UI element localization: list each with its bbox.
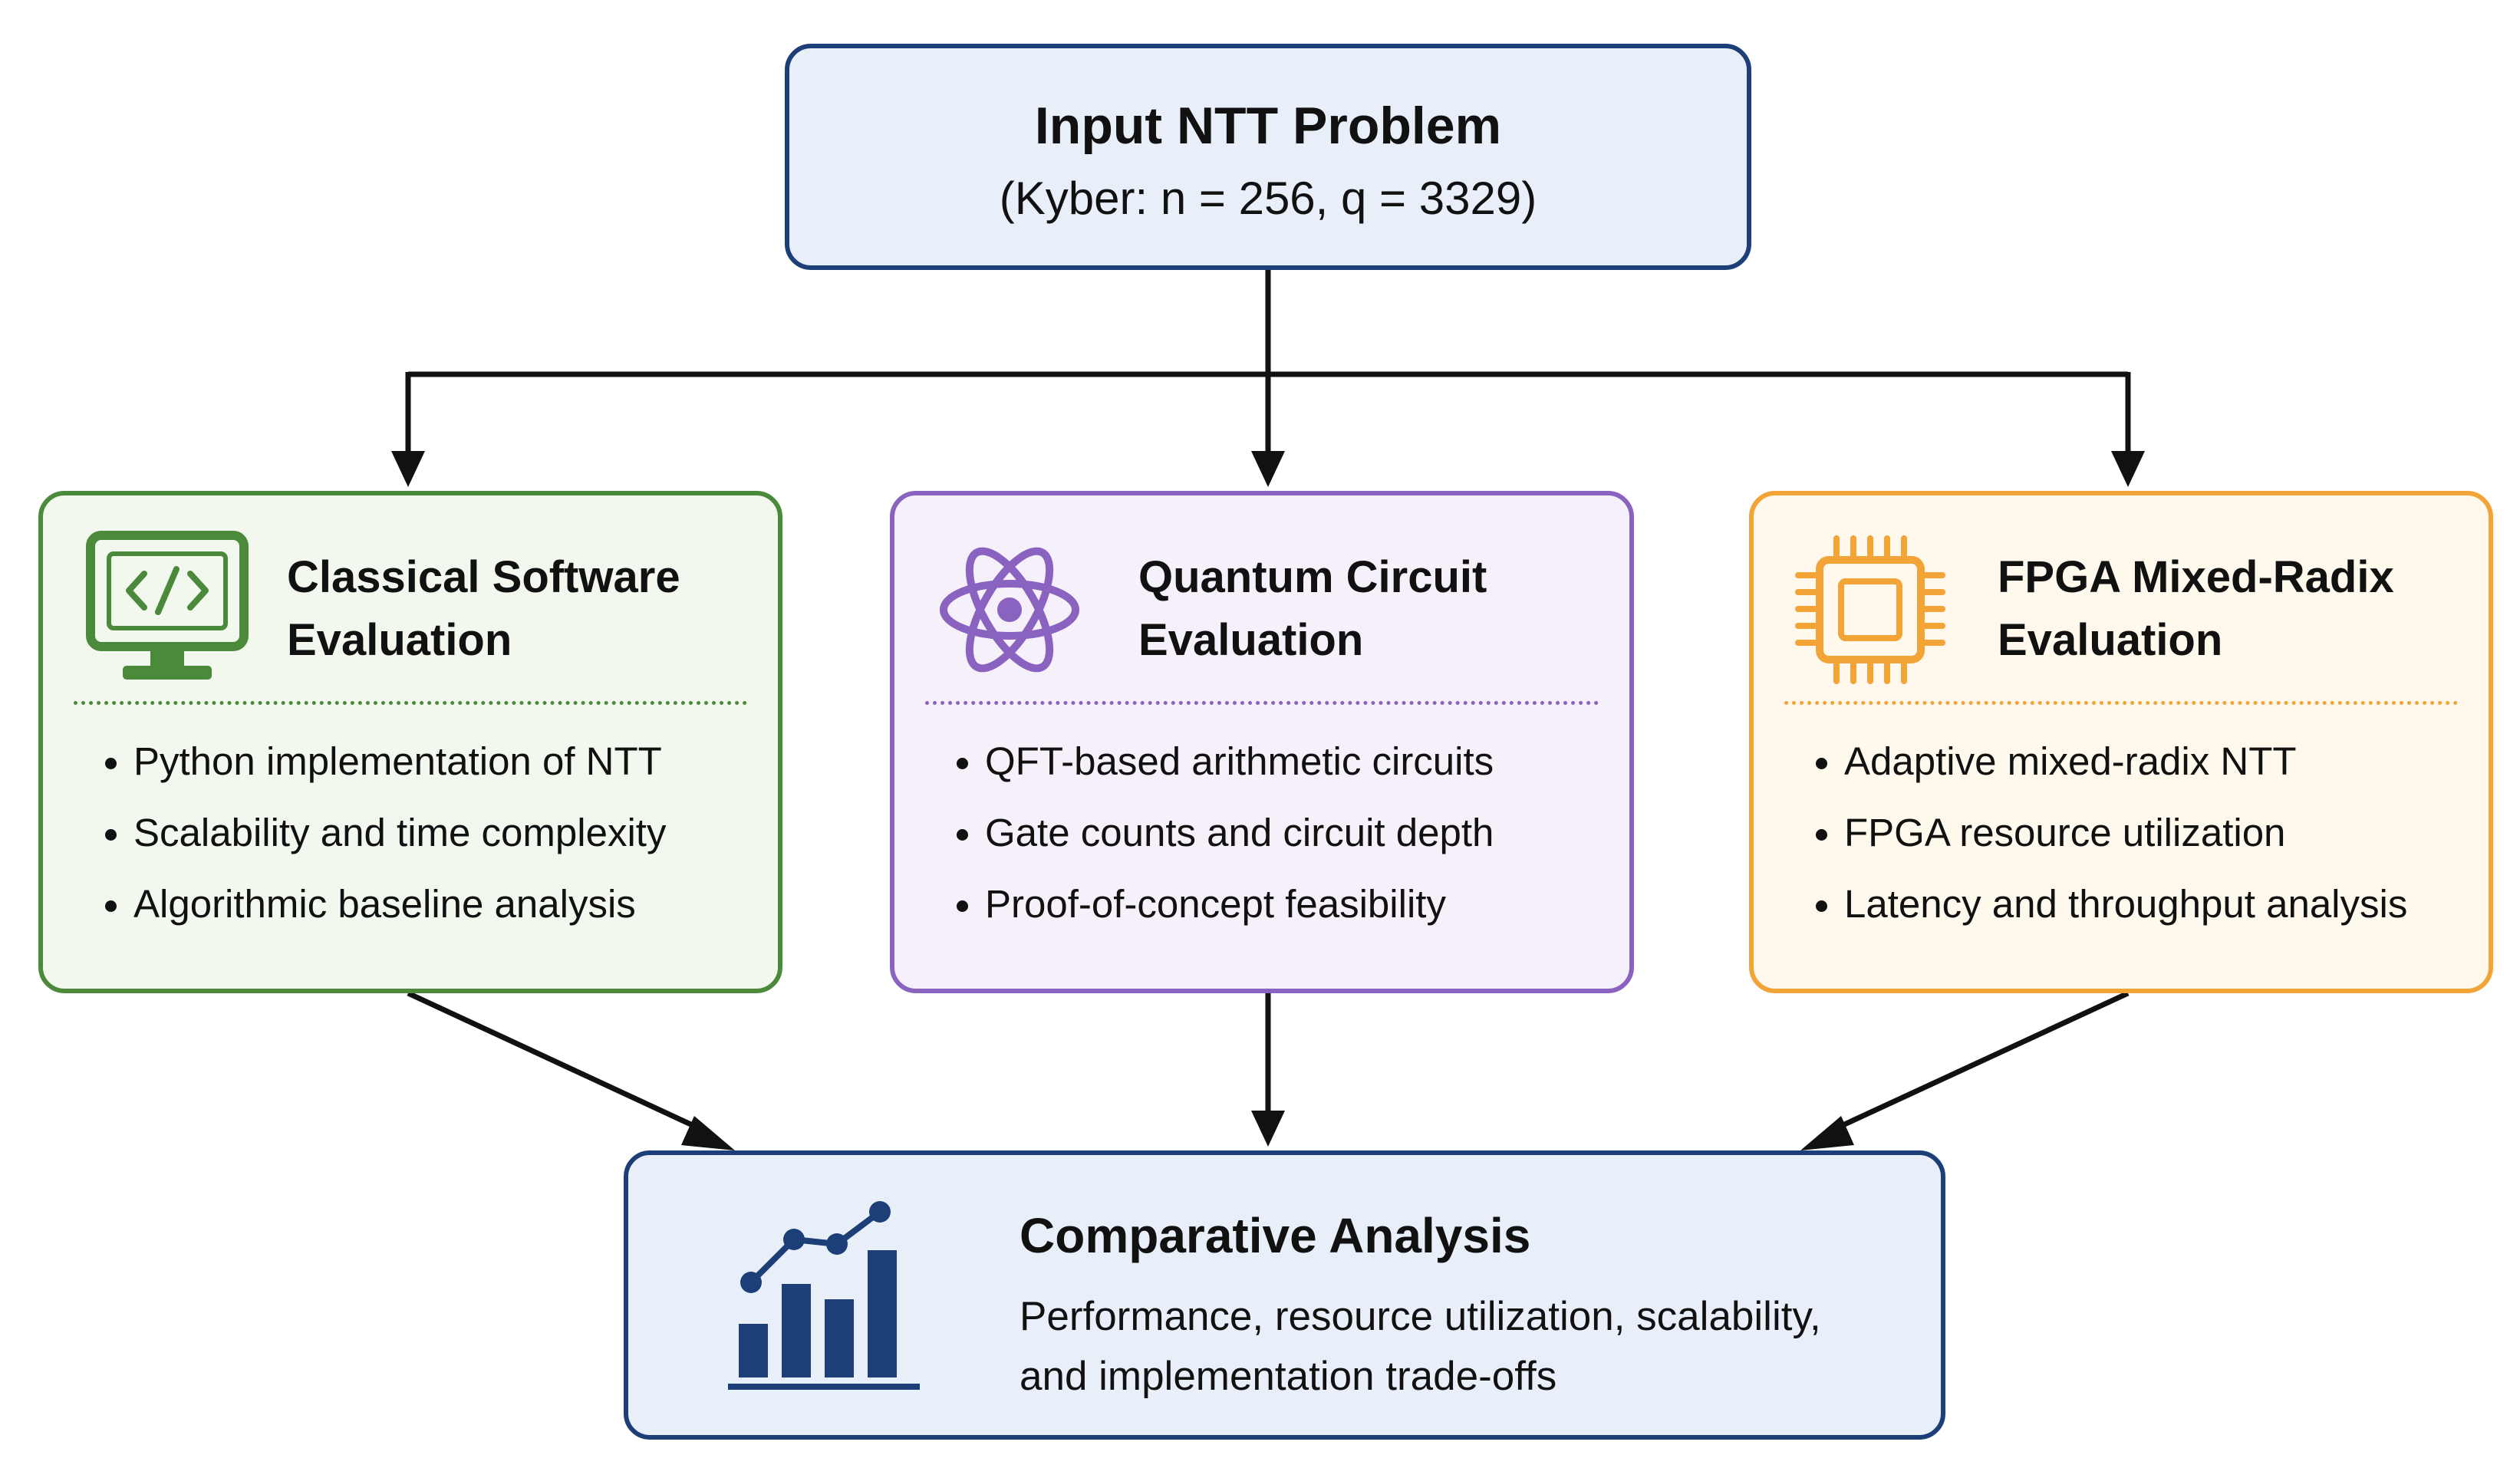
quantum-card-title: Quantum Circuit Evaluation bbox=[1138, 552, 1487, 665]
arrowhead-fpga-result bbox=[1800, 1116, 1854, 1150]
arrow-fpga-to-result bbox=[1828, 990, 2130, 1134]
quantum-circuit-card: Quantum Circuit Evaluation QFT-based ari… bbox=[890, 491, 1634, 993]
arrowhead-classical-result bbox=[681, 1116, 735, 1150]
list-item: Adaptive mixed-radix NTT bbox=[1844, 726, 2407, 797]
chip-icon bbox=[1795, 535, 1945, 684]
bar-chart-trend-icon bbox=[728, 1201, 920, 1390]
fpga-card-list: Adaptive mixed-radix NTT FPGA resource u… bbox=[1754, 726, 2407, 940]
input-problem-box: Input NTT Problem (Kyber: n = 256, q = 3… bbox=[785, 44, 1751, 270]
arrowhead-quantum bbox=[1251, 451, 1285, 487]
fpga-card-title: FPGA Mixed-Radix Evaluation bbox=[1998, 552, 2394, 665]
atom-icon bbox=[940, 547, 1079, 673]
fpga-mixed-radix-card: FPGA Mixed-Radix Evaluation Adaptive mix… bbox=[1749, 491, 2493, 993]
classical-software-card: Classical Software Evaluation Python imp… bbox=[38, 491, 782, 993]
arrow-classical-to-result bbox=[407, 990, 707, 1134]
arrowhead-quantum-result bbox=[1251, 1111, 1285, 1147]
comparative-analysis-box: Comparative Analysis Performance, resour… bbox=[624, 1150, 1945, 1440]
list-item: QFT-based arithmetic circuits bbox=[985, 726, 1494, 797]
list-item: Python implementation of NTT bbox=[133, 726, 666, 797]
classical-card-divider bbox=[74, 701, 747, 705]
input-subtitle: (Kyber: n = 256, q = 3329) bbox=[999, 172, 1537, 224]
quantum-card-list: QFT-based arithmetic circuits Gate count… bbox=[894, 726, 1494, 940]
list-item: Scalability and time complexity bbox=[133, 797, 666, 868]
monitor-code-icon bbox=[86, 531, 249, 680]
input-title: Input NTT Problem bbox=[1034, 97, 1502, 155]
result-description: Performance, resource utilization, scala… bbox=[1020, 1294, 1821, 1399]
list-item: Proof-of-concept feasibility bbox=[985, 868, 1494, 940]
fpga-card-divider bbox=[1784, 701, 2458, 705]
list-item: Gate counts and circuit depth bbox=[985, 797, 1494, 868]
classical-card-title: Classical Software Evaluation bbox=[287, 552, 680, 665]
list-item: Latency and throughput analysis bbox=[1844, 868, 2407, 940]
classical-card-list: Python implementation of NTT Scalability… bbox=[43, 726, 666, 940]
quantum-card-divider bbox=[925, 701, 1599, 705]
list-item: Algorithmic baseline analysis bbox=[133, 868, 666, 940]
result-title: Comparative Analysis bbox=[1020, 1208, 1531, 1263]
arrowhead-fpga bbox=[2111, 451, 2145, 487]
arrowhead-classical bbox=[391, 451, 425, 487]
list-item: FPGA resource utilization bbox=[1844, 797, 2407, 868]
